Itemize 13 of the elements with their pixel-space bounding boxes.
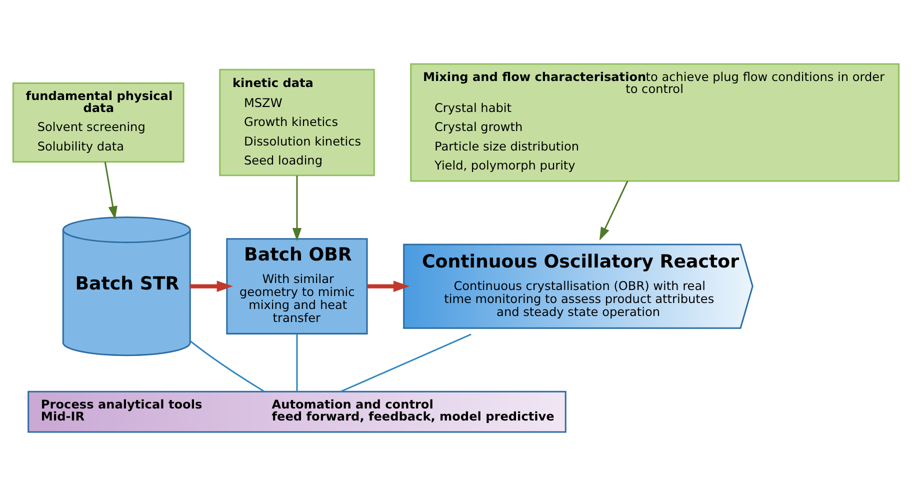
node-box: Mixing and flow characterisationto achieve plug flow conditions in order to control Crystal habit Crystal growth Particle size distribution Yield, polymorph purity	[410, 62, 900, 182]
arrow	[104, 161, 118, 219]
connector	[340, 333, 472, 392]
node-box: kinetic data MSZW Growth kinetics Dissolution kinetics Seed loading	[219, 68, 375, 176]
node-box: Batch OBR With similar geometry to mimic mixing and heat transfer	[226, 238, 368, 334]
connector	[296, 334, 298, 391]
arrow	[599, 180, 628, 240]
arrow	[190, 280, 233, 292]
node-box: fundamental physical data Solvent screening Solubility data	[12, 82, 184, 162]
node-box: Process analytical tools Mid-IR Automation and control feed forward, feedback, model predictive	[28, 390, 566, 432]
connector	[190, 340, 265, 392]
arrow	[292, 175, 302, 241]
arrow	[367, 280, 410, 292]
